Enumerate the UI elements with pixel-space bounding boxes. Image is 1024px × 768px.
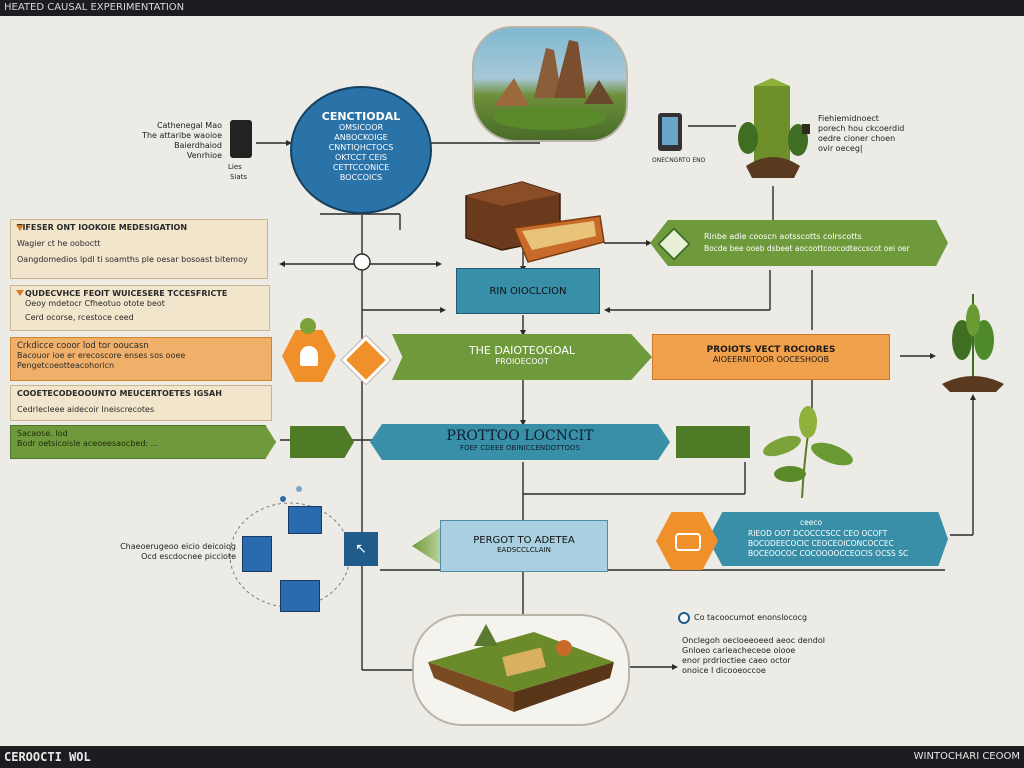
card-line: Oeoy mdetocr Cfheotuo otote beot: [25, 299, 165, 308]
card-title: Sacaose. Iod: [17, 429, 68, 438]
green-right-banner-sub: Bocde bee ooeb dsbeet aocoottcoocodteccs…: [704, 244, 910, 253]
card-line: Pengetcoeotteacohoricn: [17, 361, 115, 370]
small-square-icon: [802, 124, 810, 134]
laptop-icon: [280, 580, 320, 612]
blue-banner[interactable]: PROTTOO LOCNCIT FOEF CDEEE OBINICCENDOTT…: [370, 424, 670, 460]
center-concept-circle[interactable]: CENCTIODAL OMSICOOR ANBOCKOIGE CNNTIQHCT…: [290, 86, 432, 214]
annotation-line: porech hou ckcoerdid: [818, 124, 905, 133]
annotation-line: onoice I dicooeoccoe: [682, 666, 766, 675]
left-card[interactable]: Sacaose. Iod Bodr oetsicoisle aceoeesaoc…: [10, 425, 276, 459]
annotation-line: Gnloeo carieacheceoe oiooe: [682, 646, 796, 655]
rin-box[interactable]: RIN OIOCLCION: [456, 268, 600, 314]
blue-banner-label: PROTTOO LOCNCIT: [446, 428, 594, 444]
annotation-line: Baierdhaiod: [174, 141, 222, 150]
lower-right-head: Co tacoocumot enonslococg: [694, 613, 808, 622]
pretot-box-sub: EADSCCLCLAIN: [497, 546, 551, 554]
device-icon: [230, 120, 252, 158]
orange-triangle-marker: [16, 290, 24, 296]
card-line: Cedrlecleee aidecoir Ineiscrecotes: [17, 405, 155, 414]
pretot-box[interactable]: PERGOT TO ADETEA EADSCCLCLAIN: [440, 520, 608, 572]
phone-caption: ONECNGRTO ENO: [652, 157, 706, 164]
banner-line: BOCEOOCOC COCOOOOCCEOCIS OCSS SC: [748, 549, 909, 558]
orange-triangle-marker: [16, 225, 24, 231]
left-card[interactable]: COOETECODEOOUNTO MEUCERTOETES IGSAH Cedr…: [10, 385, 272, 421]
center-circle-title: CENCTIODAL: [321, 110, 401, 123]
left-card[interactable]: TIFESER ONT IOOKOIE MEDESIGATION Wagier …: [10, 219, 268, 279]
pretot-box-label: PERGOT TO ADETEA: [473, 535, 575, 546]
green-arrow-block-right: [676, 426, 750, 458]
card-line: Cerd ocorse, rcestoce ceed: [25, 313, 134, 322]
device-caption: Lies: [228, 163, 242, 171]
card-title: TIFESER ONT IOOKOIE MEDESIGATION: [17, 223, 188, 232]
center-circle-line: CETTCCONICE: [332, 163, 390, 172]
annotation-line: ovir oeceg|: [818, 144, 863, 153]
small-green-leaf-icon: [300, 318, 316, 334]
lower-left-annotation: Chaeoerugeoo eicio deicoiog Ocd escdocne…: [104, 542, 236, 562]
right-top-annotation: Fiehiemidnoect porech hou ckcoerdid oedr…: [818, 114, 938, 154]
green-banner-sub: PROIOECOOT: [495, 357, 549, 366]
annotation-line: Cathenegal Mao: [156, 121, 222, 130]
orange-banner[interactable]: PROIOTS VECT ROCIORES AIOEERNITOOR OOCES…: [652, 334, 890, 380]
green-right-banner[interactable]: Rinbe adie cooscn aotsscotts colrscotts …: [650, 220, 948, 266]
green-check-icon: [657, 227, 691, 261]
green-banner[interactable]: THE DAIOTEOGOAL PROIOECOOT: [392, 334, 652, 380]
annotation-line: Onclegoh oecloeeoeed aeoc dendol: [682, 636, 825, 645]
center-circle-line: ANBOCKOIGE: [334, 133, 388, 142]
footer-right-label: WINTOCHARI CEOOM: [913, 751, 1020, 762]
top-title-bar: HEATED CAUSAL EXPERIMENTATION: [0, 0, 1024, 16]
card-title: Crkdicce cooor lod tor ooucasn: [17, 341, 149, 351]
center-circle-line: BOCCOICS: [339, 173, 383, 182]
computer-icon: [242, 536, 272, 572]
left-card[interactable]: Crkdicce cooor lod tor ooucasn Bacouor i…: [10, 337, 272, 381]
floating-island-image: [412, 614, 630, 726]
treasure-chest-icon: [462, 176, 608, 270]
banner-line: BOCODEECOCIC CEOCEOICONCOCCEC: [748, 539, 894, 548]
banner-line: ceeco: [800, 518, 823, 527]
tree-icon: [736, 78, 810, 186]
device-caption-2: Siats: [230, 173, 248, 181]
green-banner-label: THE DAIOTEOGOAL: [468, 344, 576, 357]
leafy-sprig-icon: [752, 404, 860, 500]
share-icon[interactable]: ↖: [344, 532, 378, 566]
lower-right-annotation: Onclegoh oecloeeoeed aeoc dendol Gnloeo …: [682, 636, 832, 676]
phone-icon: [658, 113, 682, 151]
plant-sprout-icon: [936, 288, 1010, 398]
computer-icon: [288, 506, 322, 534]
card-line: Wagier ct he ooboctt: [17, 239, 101, 248]
annotation-line: enor prdrioctiee caeo octor: [682, 656, 791, 665]
left-annotation: Cathenegal Mao The attaribe waoioe Baier…: [100, 121, 222, 161]
green-right-banner-label: Rinbe adie cooscn aotsscotts colrscotts: [704, 232, 862, 241]
orange-banner-label: PROIOTS VECT ROCIORES: [706, 345, 836, 355]
blue-banner-sub: FOEF CDEEE OBINICCENDOTTOOS: [460, 444, 580, 452]
annotation-line: The attaribe waoioe: [142, 131, 222, 140]
card-title: QUDECVHCE FEOIT WUICESERE TCCESFRICTE: [25, 289, 228, 298]
card-title: COOETECODEOOUNTO MEUCERTOETES IGSAH: [17, 389, 222, 398]
footer-left-label: CEROOCTI WOL: [4, 750, 91, 764]
green-arrow-block: [290, 426, 354, 458]
small-bubble-icon: [280, 496, 286, 502]
rin-box-label: RIN OIOCLCION: [489, 286, 567, 297]
card-line: Bodr oetsicoisle aceoeesaocbed: ...: [17, 439, 159, 448]
blue-right-banner[interactable]: ceeco RIEOD OOT DCOCCCSCC CEO OCOFT BOCO…: [708, 512, 948, 566]
card-line: Oangdomedios lpdl ti soamths ple oesar b…: [17, 255, 248, 264]
annotation-line: Chaeoerugeoo eicio deicoiog: [120, 542, 236, 551]
card-line: Bacouor ioe er erecoscore enses sos ooee: [17, 351, 186, 360]
fantasy-landscape-image: [472, 26, 628, 142]
annotation-line: oedre cioner choen: [818, 134, 896, 143]
small-bubble-icon: [296, 486, 302, 492]
left-card[interactable]: QUDECVHCE FEOIT WUICESERE TCCESFRICTE Oe…: [10, 285, 270, 331]
annotation-line: Ocd escdocnee picciote: [141, 552, 236, 561]
center-circle-line: CNNTIQHCTOCS: [328, 143, 394, 152]
annotation-line: Venrhioe: [186, 151, 222, 160]
center-circle-line: OKTCCT CEIS: [334, 153, 388, 162]
banner-line: RIEOD OOT DCOCCCSCC CEO OCOFT: [748, 529, 888, 538]
annotation-line: Fiehiemidnoect: [818, 114, 879, 123]
center-circle-line: OMSICOOR: [338, 123, 384, 132]
bottom-bar: CEROOCTI WOL WINTOCHARI CEOOM: [0, 746, 1024, 768]
orange-banner-sub: AIOEERNITOOR OOCESHOOB: [712, 355, 830, 364]
